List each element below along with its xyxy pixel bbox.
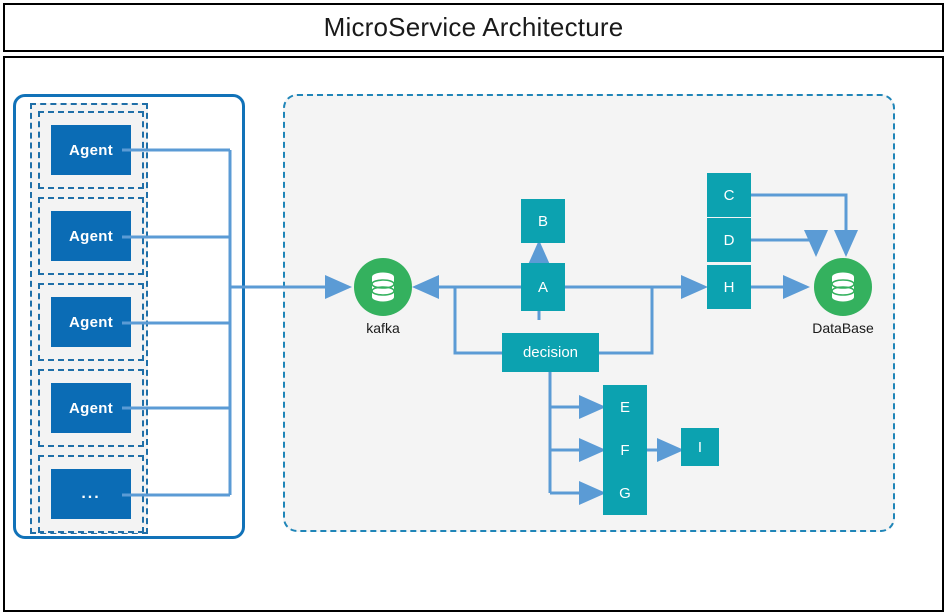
page-title: MicroService Architecture [323,12,624,42]
node-d[interactable]: D [707,218,751,262]
node-g[interactable]: G [603,471,647,515]
database-node[interactable] [814,258,872,316]
agent-cell-1[interactable]: Agent [38,111,144,189]
diagram-body-frame: Agent Agent Agent Agent ... [3,56,944,612]
agent-box-3[interactable]: Agent [51,297,131,347]
agent-cell-4[interactable]: Agent [38,369,144,447]
kafka-node[interactable] [354,258,412,316]
agent-group-container: Agent Agent Agent Agent ... [30,103,148,534]
database-cylinder-icon [371,272,395,302]
agent-box-more[interactable]: ... [51,469,131,519]
agent-box-1[interactable]: Agent [51,125,131,175]
agent-panel: Agent Agent Agent Agent ... [13,94,245,539]
node-h[interactable]: H [707,265,751,309]
agent-cell-3[interactable]: Agent [38,283,144,361]
agent-box-4[interactable]: Agent [51,383,131,433]
node-decision[interactable]: decision [502,333,599,372]
kafka-label: kafka [366,320,400,336]
node-b[interactable]: B [521,199,565,243]
node-a[interactable]: A [521,263,565,311]
agent-cell-5[interactable]: ... [38,455,144,533]
node-i[interactable]: I [681,428,719,466]
database-cylinder-icon [831,272,855,302]
node-e[interactable]: E [603,385,647,429]
node-f[interactable]: F [603,428,647,472]
node-c[interactable]: C [707,173,751,217]
database-label: DataBase [812,320,874,336]
agent-cell-2[interactable]: Agent [38,197,144,275]
agent-box-2[interactable]: Agent [51,211,131,261]
title-frame: MicroService Architecture [3,3,944,52]
